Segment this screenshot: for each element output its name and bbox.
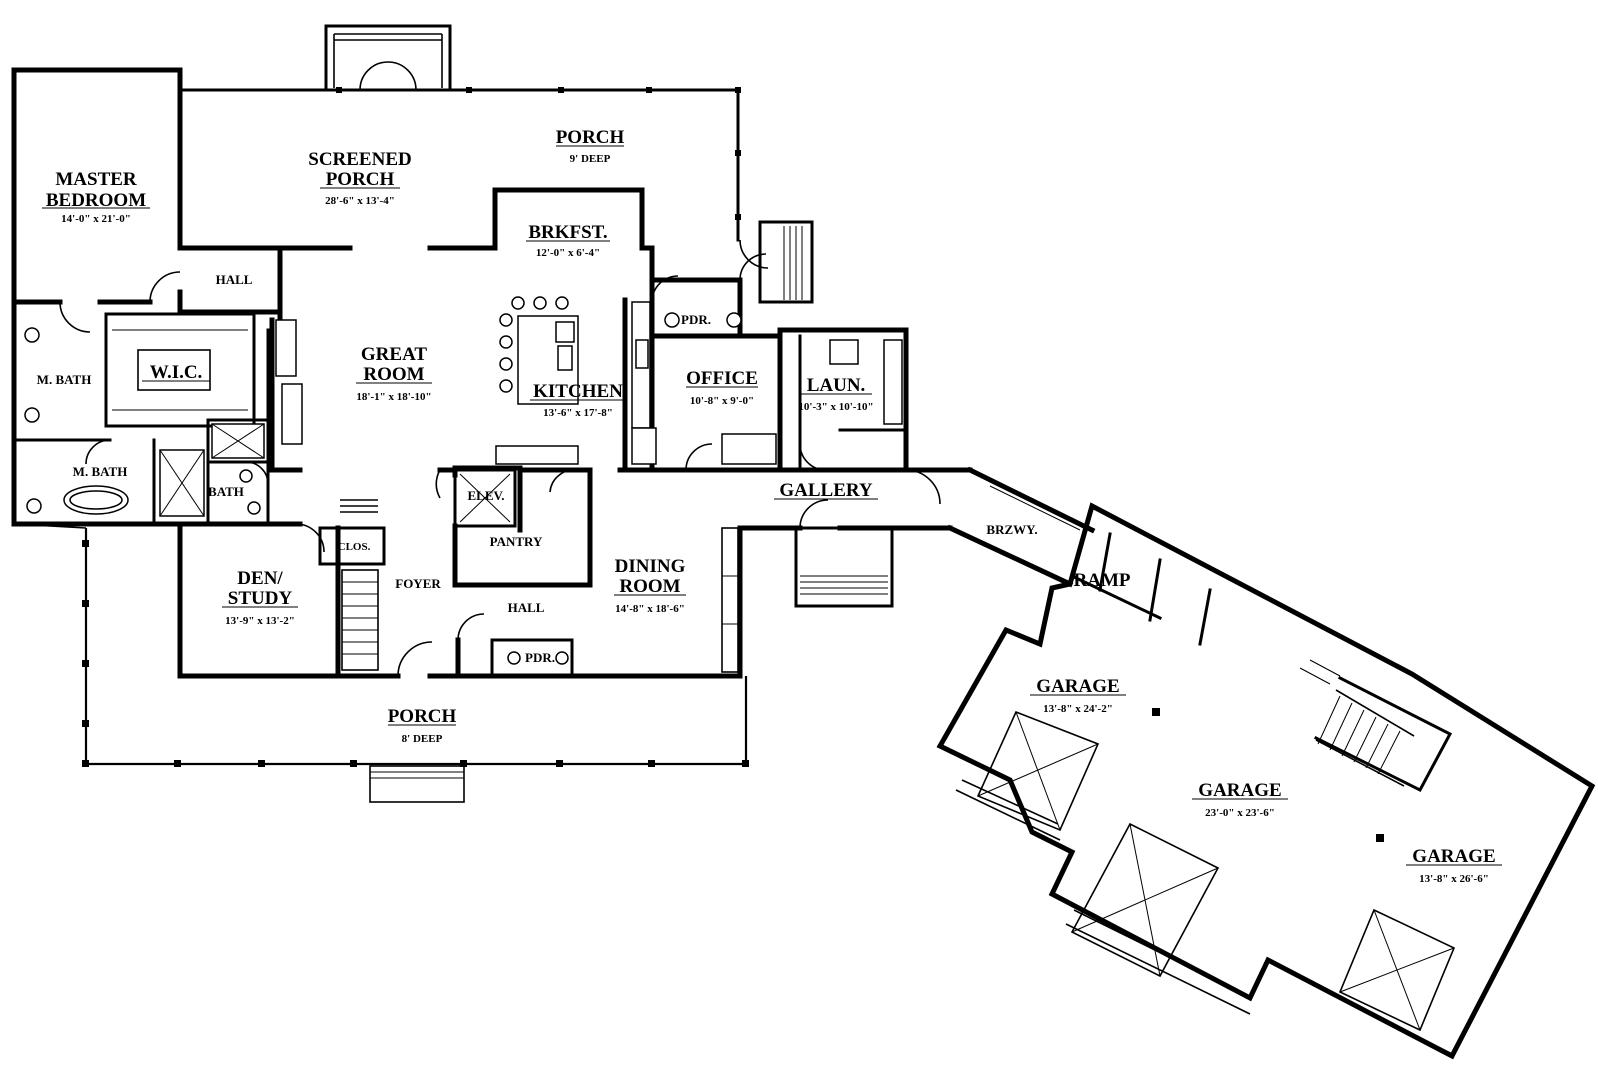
kitchen-counters	[495, 301, 657, 465]
garage-door-left	[955, 710, 1100, 841]
svg-text:GARAGE: GARAGE	[1036, 676, 1119, 697]
interior-walls	[12, 312, 908, 526]
room-office: OFFICE 10'-8" x 9'-0"	[686, 368, 758, 407]
svg-text:W.I.C.: W.I.C.	[150, 362, 203, 383]
room-pantry: PANTRY	[490, 534, 543, 549]
room-porch-rear: PORCH 9' DEEP	[556, 127, 625, 165]
room-great-room: GREAT ROOM 18'-1" x 18'-10"	[356, 344, 432, 403]
room-garage-center: GARAGE 23'-0" x 23'-6"	[1192, 780, 1288, 819]
svg-text:28'-6" x 13'-4": 28'-6" x 13'-4"	[325, 195, 395, 207]
svg-text:9' DEEP: 9' DEEP	[570, 153, 611, 165]
svg-text:STUDY: STUDY	[228, 588, 293, 609]
kitchen-island	[499, 296, 579, 405]
room-garage-right: GARAGE 13'-8" x 26'-6"	[1406, 846, 1502, 885]
wic-shelving	[112, 329, 248, 411]
svg-text:DEN/: DEN/	[237, 568, 283, 589]
room-den-study: DEN/ STUDY 13'-9" x 13'-2"	[222, 568, 298, 627]
svg-text:LAUN.: LAUN.	[807, 375, 866, 396]
gallery-steps	[794, 526, 894, 608]
svg-text:MASTER: MASTER	[55, 169, 137, 190]
svg-text:BEDROOM: BEDROOM	[46, 190, 146, 211]
room-hall-upper: HALL	[216, 272, 253, 287]
svg-text:13'-9" x 13'-2": 13'-9" x 13'-2"	[225, 615, 295, 627]
front-porch	[13, 523, 749, 803]
svg-text:ROOM: ROOM	[363, 364, 424, 385]
fireplace	[275, 319, 303, 445]
room-clos: CLOS.	[338, 541, 371, 553]
room-m-bath-1: M. BATH	[37, 372, 92, 387]
room-laun: LAUN. 10'-3" x 10'-10"	[798, 375, 873, 413]
main-house-walls	[11, 67, 973, 679]
room-m-bath-2: M. BATH	[73, 464, 128, 479]
svg-text:13'-8" x 26'-6": 13'-8" x 26'-6"	[1419, 873, 1489, 885]
room-gallery: GALLERY	[774, 480, 878, 501]
rear-porch-posts	[336, 87, 741, 220]
svg-text:10'-8" x 9'-0": 10'-8" x 9'-0"	[690, 395, 754, 407]
svg-text:OFFICE: OFFICE	[686, 368, 758, 389]
stair	[340, 499, 379, 671]
svg-text:BRKFST.: BRKFST.	[528, 222, 607, 243]
room-foyer: FOYER	[395, 576, 441, 591]
rear-portico	[324, 24, 452, 92]
room-brzwy: BRZWY.	[986, 522, 1037, 537]
room-pdr-upper: PDR.	[681, 312, 711, 327]
svg-text:GREAT: GREAT	[361, 344, 427, 365]
room-garage-left: GARAGE 13'-8" x 24'-2"	[1030, 676, 1126, 715]
room-brkfst: BRKFST. 12'-0" x 6'-4"	[526, 222, 610, 259]
room-hall-lower: HALL	[508, 600, 545, 615]
svg-text:GARAGE: GARAGE	[1412, 846, 1495, 867]
svg-text:ROOM: ROOM	[619, 576, 680, 597]
room-bath: BATH	[208, 484, 244, 499]
svg-text:14'-0" x 21'-0": 14'-0" x 21'-0"	[61, 213, 131, 225]
room-screened-porch: SCREENED PORCH 28'-6" x 13'-4"	[308, 149, 411, 207]
svg-text:PORCH: PORCH	[556, 127, 625, 148]
svg-text:13'-6" x 17'-8": 13'-6" x 17'-8"	[543, 407, 613, 419]
svg-text:GALLERY: GALLERY	[779, 480, 873, 501]
svg-text:18'-1" x 18'-10": 18'-1" x 18'-10"	[356, 391, 431, 403]
svg-text:13'-8" x 24'-2": 13'-8" x 24'-2"	[1043, 703, 1113, 715]
garage-door-center	[1065, 822, 1253, 1015]
svg-text:DINING: DINING	[615, 556, 686, 577]
room-kitchen: KITCHEN 13'-6" x 17'-8"	[530, 381, 626, 419]
svg-text:12'-0" x 6'-4": 12'-0" x 6'-4"	[536, 247, 600, 259]
bath-fixtures	[24, 312, 742, 665]
doors	[59, 239, 941, 677]
svg-text:14'-8" x 18'-6": 14'-8" x 18'-6"	[615, 603, 685, 615]
svg-text:23'-0" x 23'-6": 23'-0" x 23'-6"	[1205, 807, 1275, 819]
svg-text:10'-3" x 10'-10": 10'-3" x 10'-10"	[798, 401, 873, 413]
room-wic: W.I.C.	[142, 362, 210, 383]
room-porch-front: PORCH 8' DEEP	[388, 706, 457, 745]
svg-text:GARAGE: GARAGE	[1198, 780, 1281, 801]
svg-text:KITCHEN: KITCHEN	[533, 381, 623, 402]
elevator-car	[459, 473, 511, 523]
laundry-fixtures	[721, 339, 903, 465]
room-master-bedroom: MASTER BEDROOM 14'-0" x 21'-0"	[42, 169, 150, 225]
dining-window-seat	[721, 527, 739, 673]
side-steps	[758, 220, 814, 304]
room-dining-room: DINING ROOM 14'-8" x 18'-6"	[614, 556, 686, 615]
room-ramp: RAMP	[1074, 570, 1131, 591]
svg-text:PORCH: PORCH	[326, 169, 395, 190]
svg-text:PORCH: PORCH	[388, 706, 457, 727]
room-elev: ELEV.	[468, 488, 505, 503]
svg-text:8' DEEP: 8' DEEP	[402, 733, 443, 745]
breezeway	[946, 466, 1096, 588]
room-pdr-lower: PDR.	[525, 650, 555, 665]
garage-door-right	[1315, 908, 1456, 1055]
svg-text:SCREENED: SCREENED	[308, 149, 411, 170]
garage-stair	[1299, 659, 1415, 787]
